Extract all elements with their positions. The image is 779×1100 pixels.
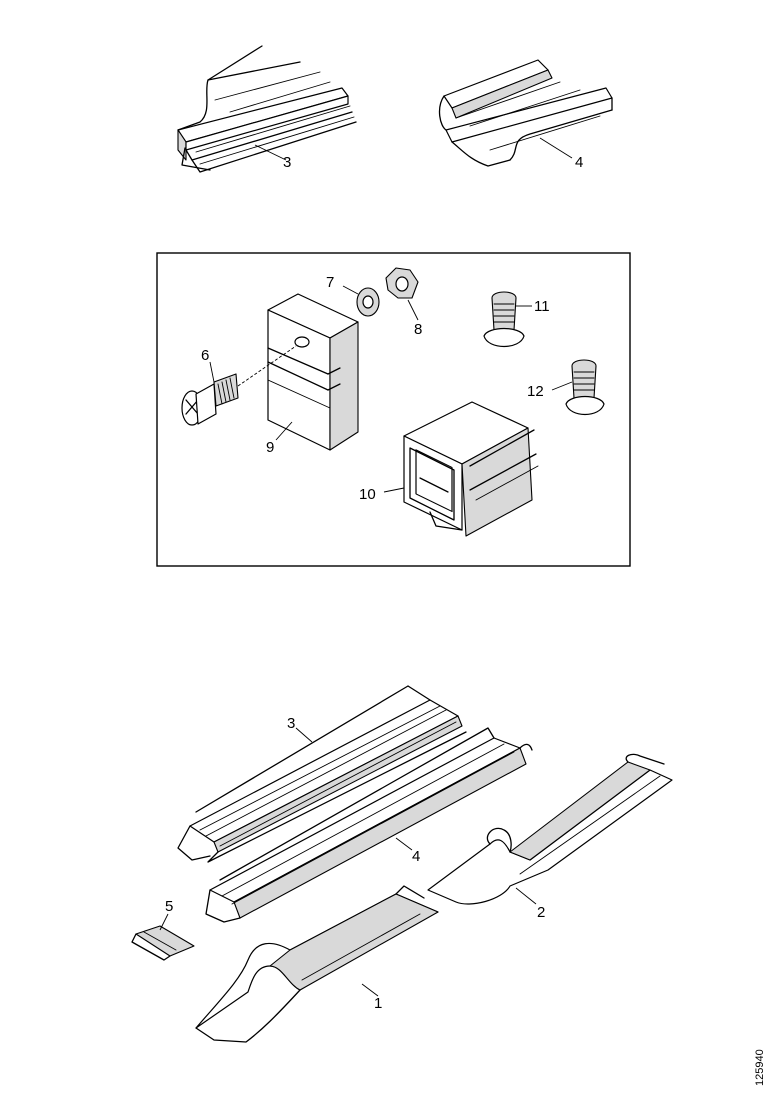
label-6: 6 bbox=[201, 347, 209, 364]
leader-1 bbox=[361, 983, 379, 997]
part-2-curved-channel bbox=[427, 753, 673, 905]
document-id: 125940 bbox=[754, 1049, 766, 1086]
label-12: 12 bbox=[527, 383, 544, 400]
leader-3-bottom bbox=[295, 727, 313, 743]
detail-frame bbox=[156, 252, 631, 567]
label-3-top: 3 bbox=[283, 154, 291, 171]
leader-2 bbox=[515, 887, 537, 905]
profile-3-top bbox=[177, 45, 357, 173]
label-7: 7 bbox=[326, 274, 334, 291]
label-1: 1 bbox=[374, 995, 382, 1012]
leader-8 bbox=[407, 299, 419, 321]
axis-6 bbox=[237, 345, 297, 387]
part-10-coupler bbox=[403, 401, 539, 537]
leader-7 bbox=[342, 285, 359, 295]
profile-4-top bbox=[438, 59, 613, 167]
part-5-clip bbox=[131, 925, 195, 961]
part-7-washer bbox=[356, 287, 380, 317]
leader-10 bbox=[383, 487, 405, 493]
part-6-screw bbox=[181, 373, 239, 426]
part-12-bolt bbox=[565, 359, 605, 416]
label-4-bottom: 4 bbox=[412, 848, 420, 865]
part-9-bracket-block bbox=[267, 293, 359, 451]
label-11: 11 bbox=[534, 298, 550, 315]
label-5: 5 bbox=[165, 898, 173, 915]
leader-12 bbox=[551, 381, 573, 391]
part-3-long-profile bbox=[177, 685, 467, 863]
label-4-top: 4 bbox=[575, 154, 583, 171]
part-8-nut bbox=[385, 267, 419, 299]
leader-9 bbox=[275, 421, 293, 441]
label-10: 10 bbox=[359, 486, 376, 503]
leader-4-bottom bbox=[395, 837, 413, 851]
label-9: 9 bbox=[266, 439, 274, 456]
leader-6 bbox=[209, 361, 215, 383]
leader-5 bbox=[159, 913, 169, 931]
part-1-large-channel bbox=[195, 885, 439, 1043]
part-11-bolt bbox=[483, 291, 525, 348]
label-2: 2 bbox=[537, 904, 545, 921]
part-4-long-profile bbox=[205, 727, 533, 923]
label-8: 8 bbox=[414, 321, 422, 338]
label-3-bottom: 3 bbox=[287, 715, 295, 732]
